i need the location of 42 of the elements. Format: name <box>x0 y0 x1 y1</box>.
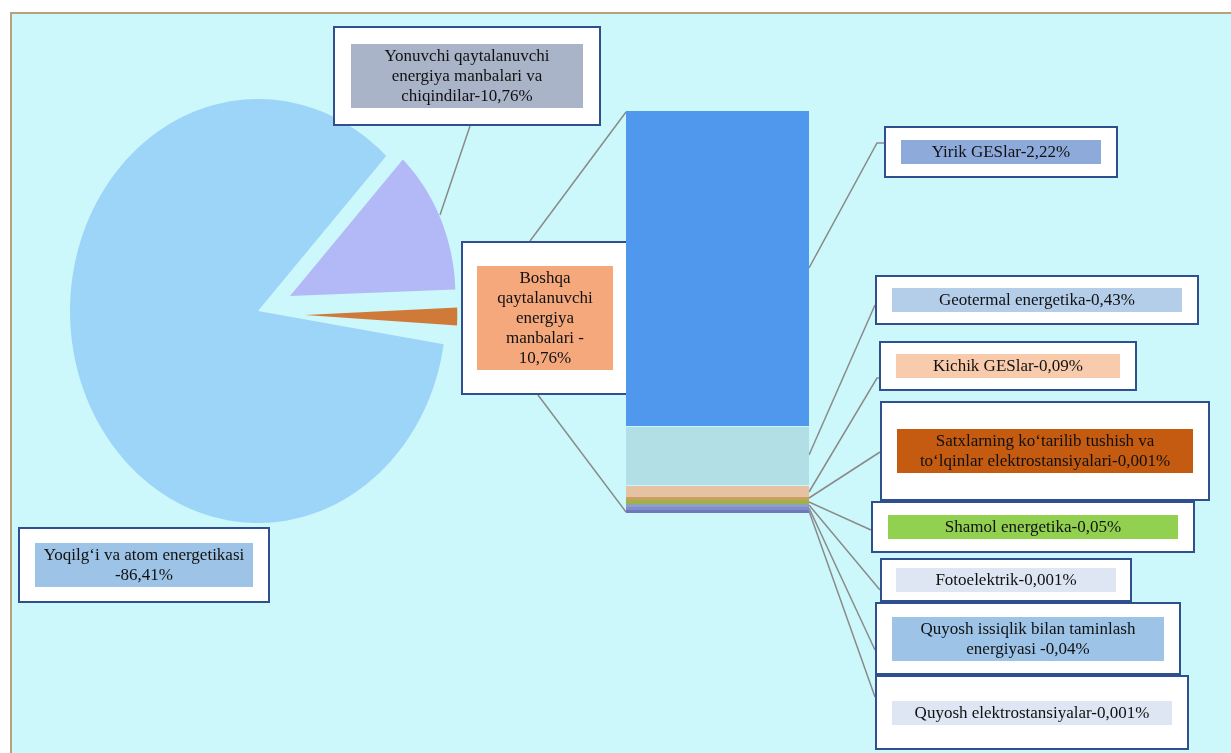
slice-label: Geotermal energetika-0,43% <box>892 288 1182 312</box>
bar-segment <box>626 510 809 513</box>
label-box <box>333 26 601 126</box>
leader-line <box>808 377 880 493</box>
slice-label: Quyosh elektrostansiyalar-0,001% <box>892 700 1172 725</box>
leader-line <box>808 501 872 531</box>
slice-label: Kichik GESlar-0,09% <box>896 354 1120 378</box>
label-box <box>875 675 1189 750</box>
label-box <box>461 241 629 395</box>
label-box <box>880 401 1210 501</box>
leader-line <box>529 111 627 242</box>
leader-line <box>808 510 876 698</box>
label-box <box>871 501 1195 553</box>
bar-segment <box>626 500 809 504</box>
bar-segment <box>626 111 809 426</box>
slice-label: Quyosh issiqlik bilan taminlash energiyasi -0,04% <box>892 616 1164 661</box>
slice-label: Satxlarning ko‘tarilib tushish va to‘lqinlar elektrostansiyalari-0,001% <box>897 429 1193 473</box>
slice-label: Boshqa qaytalanuvchi energiya manbalari - 10,76% <box>477 266 613 370</box>
bar-segment <box>626 427 809 485</box>
bar-segment <box>626 507 809 510</box>
pie-slice <box>290 159 456 296</box>
stacked-bar <box>626 111 809 513</box>
label-box <box>879 341 1137 391</box>
leader-line <box>439 125 471 216</box>
label-box <box>875 275 1199 325</box>
leader-line <box>808 451 881 499</box>
leader-line <box>808 507 876 651</box>
slice-label: Fotoelektrik-0,001% <box>896 568 1116 592</box>
label-box <box>884 126 1118 178</box>
leader-line <box>537 394 627 513</box>
slice-label: Yonuvchi qaytalanuvchi energiya manbalari va chiqindilar-10,76% <box>351 44 583 108</box>
leader-line <box>808 142 885 269</box>
bar-segment <box>626 486 809 497</box>
slice-label: Yirik GESlar-2,22% <box>901 140 1101 164</box>
label-box <box>880 558 1132 602</box>
label-box <box>875 602 1181 675</box>
leader-line <box>808 504 881 591</box>
bar-segment <box>626 497 809 500</box>
slice-label: Shamol energetika-0,05% <box>888 515 1178 539</box>
slice-label: Yoqilg‘i va atom energetikasi -86,41% <box>35 543 253 587</box>
bar-segment <box>626 504 809 507</box>
label-box <box>18 527 270 603</box>
